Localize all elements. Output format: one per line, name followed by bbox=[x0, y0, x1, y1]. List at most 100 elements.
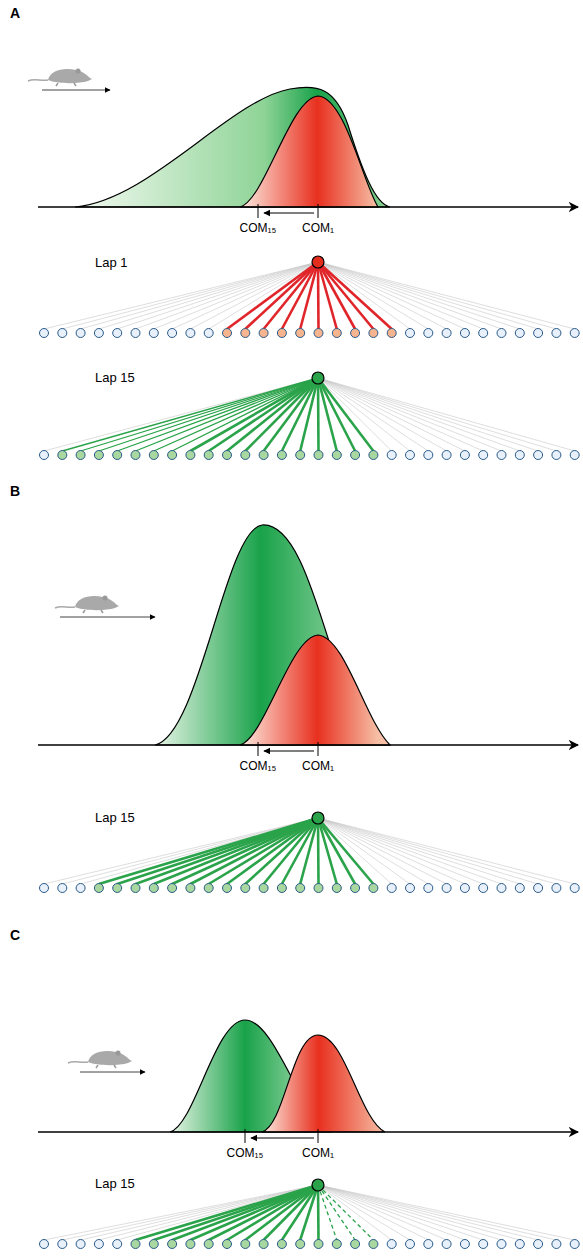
synapse-line bbox=[190, 1185, 318, 1240]
input-neuron bbox=[149, 329, 158, 338]
synapse-line bbox=[318, 378, 465, 451]
synapse-line bbox=[300, 262, 318, 329]
synapse-line bbox=[245, 378, 318, 451]
input-neuron bbox=[40, 451, 49, 460]
input-neuron bbox=[241, 451, 250, 460]
input-neuron bbox=[460, 1240, 469, 1249]
synapse-line bbox=[81, 378, 318, 451]
synapse-line bbox=[318, 1185, 465, 1240]
input-neuron bbox=[534, 884, 543, 893]
place-cell bbox=[312, 372, 324, 384]
input-neuron bbox=[277, 884, 286, 893]
input-neuron bbox=[131, 451, 140, 460]
synapse-line bbox=[99, 262, 318, 329]
input-neuron bbox=[515, 1240, 524, 1249]
place-cell bbox=[312, 1179, 324, 1191]
input-neuron bbox=[387, 1240, 396, 1249]
synapse-line bbox=[318, 1185, 337, 1240]
synapse-line bbox=[99, 818, 318, 884]
synapse-line bbox=[209, 262, 318, 329]
lap-label: Lap 15 bbox=[95, 1177, 135, 1190]
input-neuron bbox=[168, 451, 177, 460]
synapse-line bbox=[318, 262, 428, 329]
synapse-line bbox=[282, 378, 318, 451]
place-cell bbox=[312, 256, 324, 268]
input-neuron bbox=[369, 1240, 378, 1249]
input-neuron bbox=[76, 884, 85, 893]
neuron-net bbox=[40, 372, 580, 460]
synapse-line bbox=[318, 1185, 575, 1240]
input-neuron bbox=[296, 451, 305, 460]
input-neuron bbox=[223, 884, 232, 893]
input-neuron bbox=[204, 1240, 213, 1249]
synapse-line bbox=[62, 818, 318, 884]
panel-letter: A bbox=[10, 6, 20, 20]
input-neuron bbox=[76, 451, 85, 460]
input-neuron bbox=[149, 451, 158, 460]
synapse-line bbox=[318, 818, 538, 884]
synapse-line bbox=[136, 378, 319, 451]
input-neuron bbox=[186, 451, 195, 460]
synapse-line bbox=[318, 818, 502, 884]
synapse-line bbox=[172, 818, 318, 884]
synapse-line bbox=[99, 378, 318, 451]
synapse-line bbox=[318, 1185, 355, 1240]
synapse-line bbox=[318, 378, 520, 451]
input-neuron bbox=[131, 1240, 140, 1249]
synapse-line bbox=[264, 262, 318, 329]
input-neuron bbox=[277, 451, 286, 460]
input-neuron bbox=[223, 1240, 232, 1249]
input-neuron bbox=[186, 329, 195, 338]
synapse-line bbox=[190, 378, 318, 451]
input-neuron bbox=[570, 329, 579, 338]
synapse-line bbox=[318, 818, 483, 884]
synapse-line bbox=[318, 378, 538, 451]
input-neuron bbox=[296, 329, 305, 338]
input-neuron bbox=[113, 884, 122, 893]
input-neuron bbox=[369, 451, 378, 460]
synapse-line bbox=[318, 262, 556, 329]
synapse-line bbox=[190, 262, 318, 329]
input-neuron bbox=[241, 884, 250, 893]
input-neuron bbox=[479, 1240, 488, 1249]
synapse-line bbox=[44, 818, 318, 884]
input-neuron bbox=[277, 329, 286, 338]
input-neuron bbox=[351, 884, 360, 893]
synapse-line bbox=[190, 818, 318, 884]
input-neuron bbox=[497, 451, 506, 460]
synapse-line bbox=[264, 818, 318, 884]
input-neuron bbox=[515, 329, 524, 338]
input-neuron bbox=[497, 884, 506, 893]
input-neuron bbox=[204, 884, 213, 893]
input-neuron bbox=[113, 1240, 122, 1249]
synapse-line bbox=[245, 818, 318, 884]
input-neuron bbox=[515, 884, 524, 893]
synapse-line bbox=[136, 1185, 319, 1240]
synapse-line bbox=[117, 818, 318, 884]
synapse-line bbox=[318, 818, 465, 884]
input-neuron bbox=[94, 329, 103, 338]
synapse-line bbox=[318, 378, 575, 451]
input-neuron bbox=[552, 1240, 561, 1249]
input-neuron bbox=[406, 329, 415, 338]
synapse-line bbox=[318, 378, 410, 451]
synapse-line bbox=[282, 1185, 318, 1240]
input-neuron bbox=[351, 451, 360, 460]
synapse-line bbox=[245, 1185, 318, 1240]
synapse-line bbox=[318, 378, 392, 451]
synapse-line bbox=[318, 818, 410, 884]
input-neuron bbox=[113, 451, 122, 460]
synapse-line bbox=[318, 262, 520, 329]
input-neuron bbox=[296, 1240, 305, 1249]
synapse-line bbox=[318, 1185, 410, 1240]
input-neuron bbox=[94, 451, 103, 460]
synapse-line bbox=[154, 378, 318, 451]
input-neuron bbox=[223, 451, 232, 460]
synapse-line bbox=[318, 1185, 556, 1240]
synapse-line bbox=[136, 818, 319, 884]
input-neuron bbox=[460, 884, 469, 893]
input-neuron bbox=[387, 884, 396, 893]
synapse-line bbox=[62, 1185, 318, 1240]
synapse-line bbox=[300, 1185, 318, 1240]
input-neuron bbox=[58, 884, 67, 893]
